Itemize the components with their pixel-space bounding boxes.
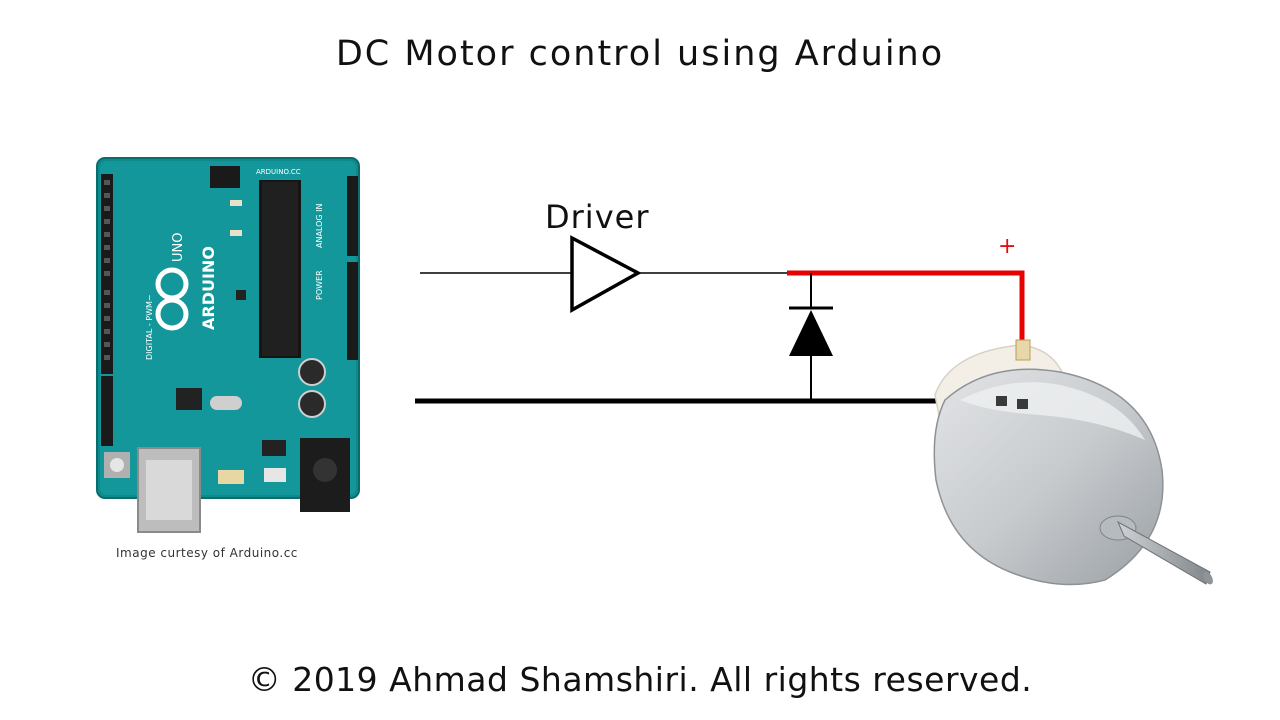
image-credit: Image curtesy of Arduino.cc bbox=[116, 546, 298, 560]
driver-label: Driver bbox=[545, 198, 650, 236]
flyback-diode-symbol bbox=[789, 273, 833, 401]
copyright-footer: © 2019 Ahmad Shamshiri. All rights reser… bbox=[247, 660, 1033, 699]
arduino-digital-label: DIGITAL - PWM~ bbox=[145, 294, 154, 360]
dc-motor-illustration bbox=[933, 339, 1213, 586]
arduino-analog-label: ANALOG IN bbox=[315, 204, 324, 249]
positive-polarity-label: + bbox=[998, 234, 1017, 259]
arduino-model-text: UNO bbox=[171, 233, 186, 262]
arduino-power-label: POWER bbox=[315, 270, 324, 300]
arduino-site-label: ARDUINO.CC bbox=[256, 168, 301, 176]
arduino-brand-text: ARDUINO bbox=[199, 246, 218, 330]
arduino-uno-board: ARDUINO UNO DIGITAL - PWM~ ANALOG IN POW… bbox=[96, 157, 360, 533]
driver-buffer-symbol bbox=[570, 235, 642, 313]
positive-wire bbox=[787, 270, 1025, 348]
page-title: DC Motor control using Arduino bbox=[335, 34, 945, 74]
